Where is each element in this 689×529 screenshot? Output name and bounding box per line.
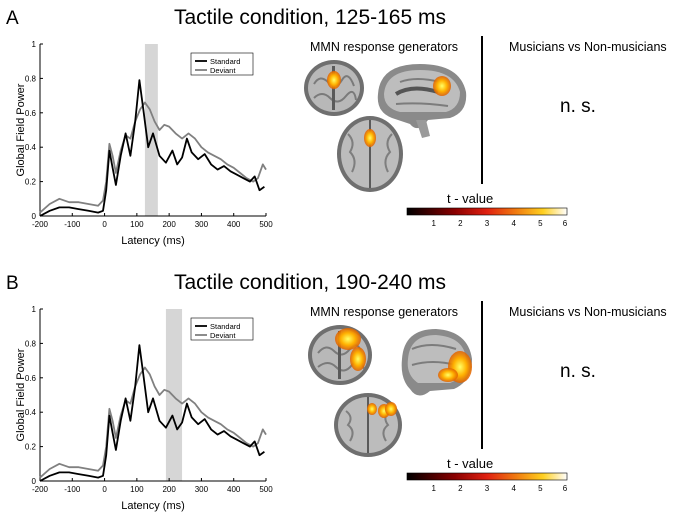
colorbar-title: t - value [447,191,494,206]
x-tick-label: 200 [162,485,176,494]
colorbar-tick-label: 6 [563,219,568,228]
y-tick-label: 1 [32,305,37,314]
y-tick-label: 0.2 [25,443,37,452]
x-tick-label: -100 [64,220,81,229]
series-line-standard [39,79,265,217]
colorbar-tick-label: 4 [511,484,516,493]
y-tick-label: 0.4 [25,143,37,152]
series-line-standard [39,344,265,482]
y-tick-label: 0 [32,477,37,486]
y-tick-label: 1 [32,40,37,49]
x-tick-label: -100 [64,485,81,494]
comparison-label: Musicians vs Non-musicians [509,305,667,319]
x-tick-label: 400 [227,220,241,229]
x-tick-label: -200 [32,485,49,494]
x-tick-label: 500 [259,220,273,229]
colorbar-gradient [406,472,568,481]
colorbar-tick-label: 3 [485,484,490,493]
x-tick-label: 0 [102,220,107,229]
colorbar-tick-label: 2 [458,484,463,493]
y-tick-label: 0 [32,212,37,221]
analysis-window [165,309,183,481]
gfp-chart: 0 0.2 0.4 0.6 0.8 1 -200 -100 0 100 200 300 400 500 Gl… [15,305,273,512]
x-tick-label: -200 [32,220,49,229]
y-tick-label: 0.8 [25,339,37,348]
x-tick-label: 200 [162,220,176,229]
divider-line [481,36,483,184]
colorbar-tick-label: 2 [458,219,463,228]
generators-label: MMN response generators [310,40,458,54]
y-tick-label: 0.2 [25,178,37,187]
x-axis-label: Latency (ms) [121,500,185,512]
sagittal-brain-slice [401,329,472,396]
comparison-label: Musicians vs Non-musicians [509,40,667,54]
x-tick-label: 100 [130,220,144,229]
colorbar-tick-label: 4 [511,219,516,228]
legend-entry: Standard [210,322,240,331]
result-text: n. s. [560,361,596,382]
gfp-chart: 0 0.2 0.4 0.6 0.8 1 -200 -100 0 100 200 300 400 500 Gl… [15,40,273,247]
y-tick-label: 0.6 [25,109,37,118]
panel-letter: A [6,8,19,29]
y-axis-label: Global Field Power [15,348,27,441]
brain-images [308,325,472,457]
colorbar-tick-label: 3 [485,219,490,228]
y-tick-label: 0.4 [25,408,37,417]
axial-brain-slice [337,116,403,192]
x-tick-label: 300 [195,220,209,229]
y-tick-label: 0.6 [25,374,37,383]
coronal-brain-slice [308,325,372,385]
y-axis-label: Global Field Power [15,83,27,176]
y-tick-label: 0.8 [25,74,37,83]
t-value-colorbar: 1 2 3 4 5 6 [406,472,568,493]
sagittal-brain-slice [377,64,467,138]
x-tick-label: 500 [259,485,273,494]
x-tick-label: 400 [227,485,241,494]
legend-entry: Deviant [210,66,236,75]
axial-brain-slice [334,393,402,457]
analysis-window [144,44,158,216]
x-tick-label: 300 [195,485,209,494]
x-axis-label: Latency (ms) [121,235,185,247]
panel-title: Tactile condition, 125-165 ms [174,6,446,29]
legend-entry: Deviant [210,331,236,340]
colorbar-tick-label: 5 [538,219,543,228]
panel-letter: B [6,273,19,294]
panel-title: Tactile condition, 190-240 ms [174,271,446,294]
colorbar-tick-label: 6 [563,484,568,493]
x-tick-label: 0 [102,485,107,494]
series-line-deviant [39,366,267,479]
series-line-deviant [39,101,267,214]
brain-images [304,60,467,192]
colorbar-tick-label: 5 [538,484,543,493]
x-tick-label: 100 [130,485,144,494]
coronal-brain-slice [304,60,364,116]
t-value-colorbar: 1 2 3 4 5 6 [406,207,568,228]
legend-entry: Standard [210,57,240,66]
colorbar-tick-label: 1 [431,219,436,228]
divider-line [481,301,483,449]
colorbar-tick-label: 1 [431,484,436,493]
result-text: n. s. [560,96,596,117]
generators-label: MMN response generators [310,305,458,319]
colorbar-title: t - value [447,456,494,471]
colorbar-gradient [406,207,568,216]
